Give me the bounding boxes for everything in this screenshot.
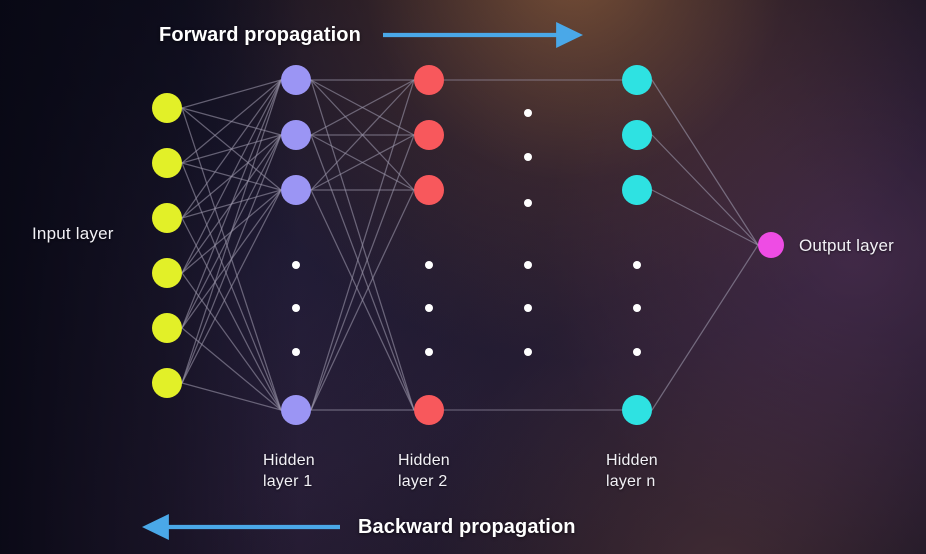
ellipsis-dot: [425, 304, 433, 312]
ellipsis-dot: [524, 348, 532, 356]
hidden-layer-1-label: Hidden layer 1: [263, 450, 315, 492]
edge: [651, 244, 759, 411]
hidden-layer-2-label-line1: Hidden: [398, 452, 450, 469]
edge: [181, 79, 282, 164]
edge: [651, 79, 759, 246]
hidden-layer-2-label-line2: layer 2: [398, 473, 448, 490]
edge: [310, 79, 415, 411]
neuron-node: [152, 203, 182, 233]
neuron-node: [414, 175, 444, 205]
ellipsis-dot: [524, 261, 532, 269]
neuron-node: [281, 120, 311, 150]
neuron-node: [281, 175, 311, 205]
edge: [181, 134, 282, 384]
forward-propagation-label: Forward propagation: [159, 24, 361, 46]
hidden-layer-2-label: Hidden layer 2: [398, 450, 450, 492]
neuron-node: [414, 395, 444, 425]
propagation-arrow-group: [141, 21, 584, 541]
hidden-layer-1-label-line2: layer 1: [263, 473, 313, 490]
neuron-node: [152, 148, 182, 178]
ellipsis-dot: [425, 348, 433, 356]
neuron-node: [414, 65, 444, 95]
edge: [181, 79, 282, 274]
edge: [651, 189, 759, 246]
neuron-node: [152, 258, 182, 288]
edge: [310, 134, 415, 191]
input-layer-label: Input layer: [32, 224, 114, 243]
ellipsis-dot: [633, 348, 641, 356]
ellipsis-dot: [524, 199, 532, 207]
ellipsis-dot: [292, 348, 300, 356]
edge: [181, 79, 282, 329]
edge: [651, 134, 759, 246]
edge: [181, 79, 282, 384]
ellipsis-dot: [524, 304, 532, 312]
hidden-layer-1-label-line1: Hidden: [263, 452, 315, 469]
neuron-node: [622, 175, 652, 205]
edge: [181, 189, 282, 384]
ellipsis-dot: [292, 304, 300, 312]
background-left-shade: [0, 0, 300, 554]
edge: [310, 189, 415, 411]
edge: [181, 79, 282, 219]
hidden-layer-n-label-line2: layer n: [606, 473, 656, 490]
edge: [181, 79, 282, 109]
ellipsis-dot: [425, 261, 433, 269]
edge: [181, 382, 282, 411]
neuron-node: [622, 65, 652, 95]
neuron-node: [152, 93, 182, 123]
neuron-node: [622, 120, 652, 150]
neuron-node: [281, 65, 311, 95]
hidden-layer-n-label-line1: Hidden: [606, 452, 658, 469]
edge: [181, 272, 282, 411]
neuron-node: [758, 232, 784, 258]
edge: [181, 327, 282, 411]
ellipsis-dot: [292, 261, 300, 269]
neuron-node: [281, 395, 311, 425]
node-group: [152, 65, 784, 425]
neuron-node: [152, 368, 182, 398]
neuron-node: [414, 120, 444, 150]
ellipsis-dot: [633, 261, 641, 269]
edge-group: [181, 79, 759, 411]
neuron-node: [622, 395, 652, 425]
hidden-layer-n-label: Hidden layer n: [606, 450, 658, 492]
ellipsis-dot: [524, 109, 532, 117]
ellipsis-dot: [524, 153, 532, 161]
backward-propagation-label: Backward propagation: [358, 516, 576, 538]
edge: [181, 217, 282, 411]
edge: [310, 79, 415, 136]
ellipsis-dot: [633, 304, 641, 312]
ellipsis-group: [292, 109, 641, 356]
edge: [310, 79, 415, 191]
output-layer-label: Output layer: [799, 236, 895, 255]
edge: [310, 134, 415, 411]
neuron-node: [152, 313, 182, 343]
